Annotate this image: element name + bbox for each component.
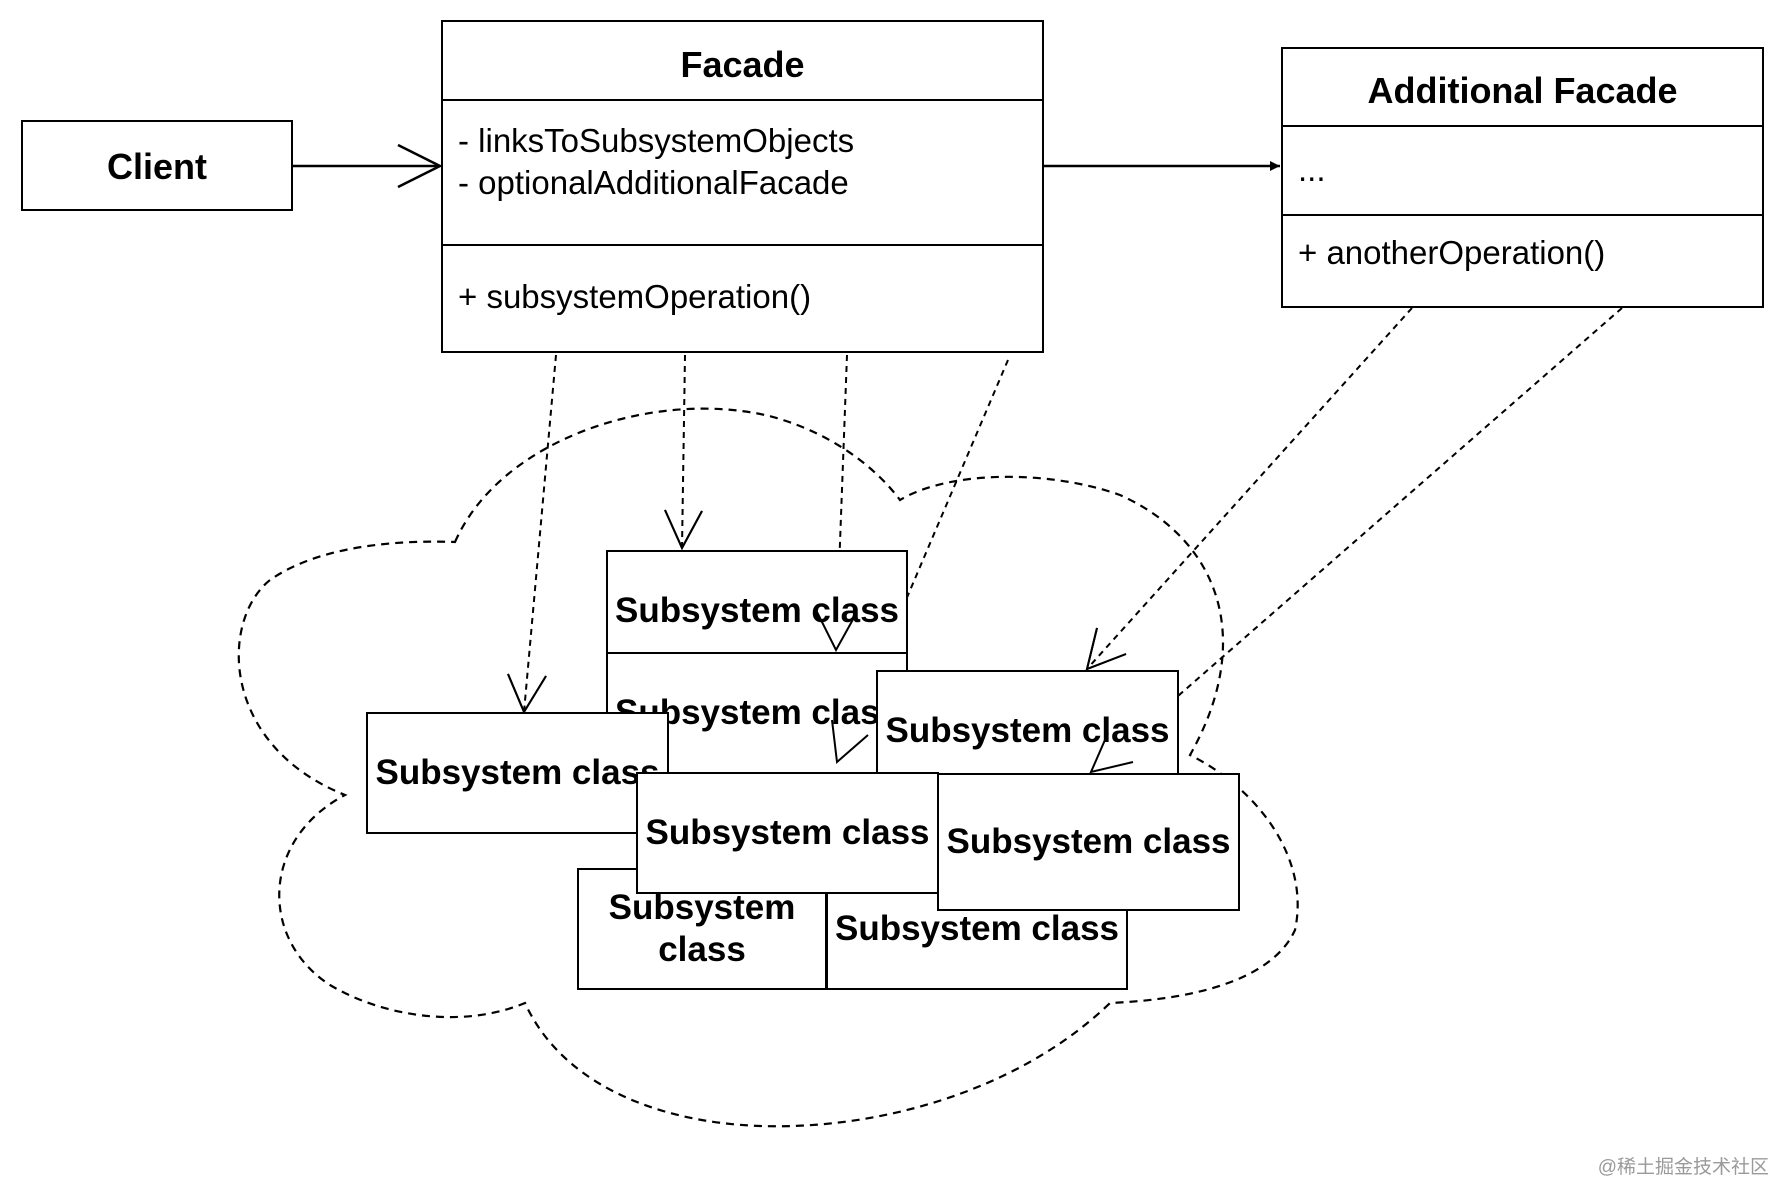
additional-facade-method: + anotherOperation() [1298, 234, 1606, 271]
subsystem-class-box[interactable]: Subsystem class [937, 773, 1240, 911]
client-title: Client [106, 146, 207, 187]
client-facade-arrowhead [397, 143, 443, 189]
dependency-arrowhead [1089, 732, 1134, 774]
subsystem-class-box[interactable]: Subsystem class [876, 670, 1179, 792]
dependency-arrowhead [1085, 627, 1127, 671]
subsystem-cloud-boundary [237, 407, 1299, 1128]
additional-facade-class-box[interactable]: Additional Facade ... + anotherOperation… [1281, 47, 1764, 308]
facade-header-divider [443, 99, 1042, 101]
subsystem-class-label: Subsystem class [946, 822, 1231, 861]
facade-field: - linksToSubsystemObjects [458, 122, 855, 159]
dependency-arrowhead [507, 673, 547, 715]
facade-title: Facade [680, 44, 805, 85]
additional-facade-title: Additional Facade [1367, 70, 1678, 111]
additional-facade-field: ... [1298, 151, 1326, 188]
subsystem-class-box[interactable]: Subsystem class [606, 550, 908, 672]
subsystem-class-label: Subsystem class [885, 711, 1170, 750]
subsystem-class-label: Subsystem class [834, 909, 1120, 948]
subsystem-class-box[interactable]: Subsystem class [636, 772, 939, 894]
facade-method: + subsystemOperation() [458, 278, 812, 315]
facade-field: - optionalAdditionalFacade [458, 164, 849, 201]
subsystem-class-label: Subsystem class [375, 753, 660, 792]
dependency-arrowhead [816, 611, 857, 653]
subsystem-class-label: Subsystem class [608, 888, 796, 969]
subsystem-class-label: Subsystem class [645, 813, 930, 852]
dependency-arrowhead [831, 719, 869, 764]
facade-class-box[interactable]: Facade - linksToSubsystemObjects - optio… [441, 20, 1044, 353]
facade-fields-divider [443, 244, 1042, 246]
additional-facade-fields-divider [1283, 214, 1762, 216]
watermark-text: @稀土掘金技术社区 [1597, 1157, 1769, 1178]
additional-facade-header-divider [1283, 125, 1762, 127]
client-class-box[interactable]: Client [21, 120, 293, 211]
dependency-arrowhead [664, 509, 703, 551]
